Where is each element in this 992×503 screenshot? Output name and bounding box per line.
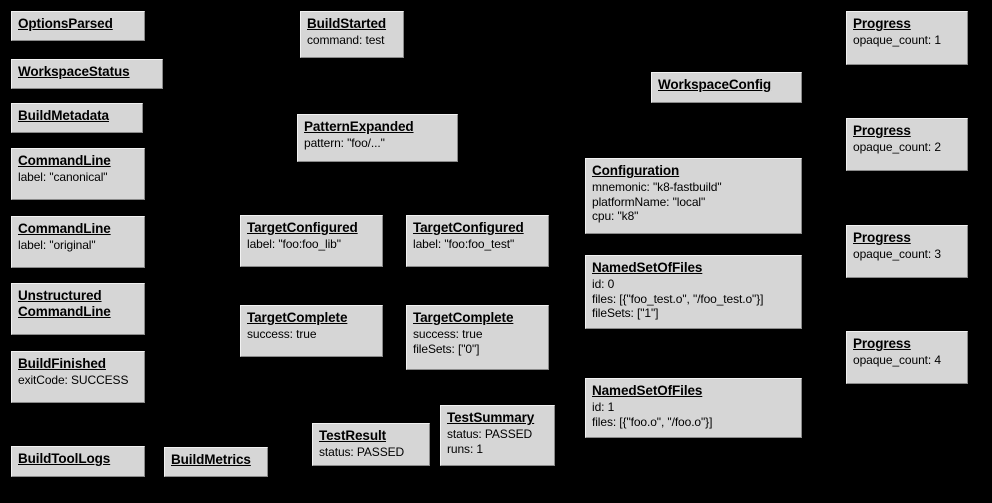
event-node-field: status: PASSED <box>447 427 533 441</box>
event-node-title: TestResult <box>319 428 387 443</box>
event-node-build-metadata[interactable]: BuildMetadata <box>11 103 143 133</box>
event-node-title: TargetComplete <box>247 310 348 325</box>
event-node-field: mnemonic: "k8-fastbuild" <box>592 180 722 194</box>
event-node-field: fileSets: ["0"] <box>413 341 480 356</box>
event-node-field: success: true <box>413 327 483 341</box>
event-node-title: TargetConfigured <box>413 220 524 235</box>
event-node-field: status: PASSED <box>319 445 405 459</box>
event-node-progress-2[interactable]: Progress opaque_count: 2 <box>846 118 968 171</box>
event-node-field: opaque_count: 4 <box>853 353 941 367</box>
event-node-field: id: 1 <box>592 400 615 414</box>
event-node-title: BuildToolLogs <box>18 451 111 466</box>
event-node-title: TargetComplete <box>413 310 514 325</box>
event-node-field: cpu: "k8" <box>592 209 639 223</box>
event-node-pattern-expanded[interactable]: PatternExpanded pattern: "foo/..." <box>297 114 458 162</box>
event-node-field: platformName: "local" <box>592 194 706 209</box>
event-node-field: opaque_count: 1 <box>853 33 941 47</box>
event-node-title: CommandLine <box>18 153 111 168</box>
event-node-title: BuildMetrics <box>171 452 251 467</box>
event-node-build-finished[interactable]: BuildFinished exitCode: SUCCESS <box>11 351 145 403</box>
event-node-field: success: true <box>247 327 317 341</box>
event-node-fields: command: test <box>307 33 397 48</box>
event-node-build-started[interactable]: BuildStarted command: test <box>300 11 404 58</box>
event-node-title: Progress <box>853 230 911 245</box>
event-node-options-parsed[interactable]: OptionsParsed <box>11 11 145 41</box>
event-node-target-configured-foo-test[interactable]: TargetConfigured label: "foo:foo_test" <box>406 215 549 267</box>
event-node-target-complete-foo-lib[interactable]: TargetComplete success: true <box>240 305 383 357</box>
event-node-title: Configuration <box>592 163 680 178</box>
event-node-field: label: "canonical" <box>18 170 108 184</box>
event-node-field: pattern: "foo/..." <box>304 136 385 150</box>
event-node-field: label: "foo:foo_test" <box>413 237 515 251</box>
event-node-fields: pattern: "foo/..." <box>304 136 451 151</box>
event-node-field: files: [{"foo_test.o", "/foo_test.o"}] <box>592 291 764 306</box>
event-node-title: NamedSetOfFiles <box>592 383 703 398</box>
event-node-fields: mnemonic: "k8-fastbuild"platformName: "l… <box>592 180 795 224</box>
event-node-title: WorkspaceConfig <box>658 77 772 92</box>
event-node-command-line-canonical[interactable]: CommandLine label: "canonical" <box>11 148 145 200</box>
event-node-fields: opaque_count: 4 <box>853 353 961 368</box>
event-node-title: PatternExpanded <box>304 119 414 134</box>
event-node-progress-4[interactable]: Progress opaque_count: 4 <box>846 331 968 384</box>
event-node-workspace-status[interactable]: WorkspaceStatus <box>11 59 163 89</box>
event-node-fields: label: "original" <box>18 238 138 253</box>
event-node-title: WorkspaceStatus <box>18 64 130 79</box>
event-node-field: command: test <box>307 33 385 47</box>
event-node-field: opaque_count: 3 <box>853 247 941 261</box>
event-node-fields: status: PASSED <box>319 445 423 460</box>
event-node-progress-3[interactable]: Progress opaque_count: 3 <box>846 225 968 278</box>
event-node-fields: label: "foo:foo_test" <box>413 237 542 252</box>
event-node-target-configured-foo-lib[interactable]: TargetConfigured label: "foo:foo_lib" <box>240 215 383 267</box>
event-node-fields: opaque_count: 3 <box>853 247 961 262</box>
event-node-field: label: "foo:foo_lib" <box>247 237 341 251</box>
event-node-field: label: "original" <box>18 238 96 252</box>
event-node-build-tool-logs[interactable]: BuildToolLogs <box>11 446 145 477</box>
event-node-title: OptionsParsed <box>18 16 113 31</box>
event-node-title: BuildFinished <box>18 356 106 371</box>
event-node-fields: label: "canonical" <box>18 170 138 185</box>
event-node-title: NamedSetOfFiles <box>592 260 703 275</box>
event-node-fields: success: true <box>247 327 376 342</box>
event-node-fields: label: "foo:foo_lib" <box>247 237 376 252</box>
event-node-title: CommandLine <box>18 221 111 236</box>
event-node-configuration[interactable]: Configuration mnemonic: "k8-fastbuild"pla… <box>585 158 802 234</box>
event-node-command-line-original[interactable]: CommandLine label: "original" <box>11 216 145 268</box>
event-node-unstructured-command-line[interactable]: Unstructured CommandLine <box>11 283 145 335</box>
event-node-title: BuildMetadata <box>18 108 109 123</box>
event-node-field: files: [{"foo.o", "/foo.o"}] <box>592 414 713 429</box>
event-node-field: runs: 1 <box>447 441 483 456</box>
event-node-fields: exitCode: SUCCESS <box>18 373 138 388</box>
event-node-field: id: 0 <box>592 277 615 291</box>
event-node-title: TargetConfigured <box>247 220 358 235</box>
event-node-title: Progress <box>853 336 911 351</box>
event-node-workspace-config[interactable]: WorkspaceConfig <box>651 72 802 103</box>
event-node-field: fileSets: ["1"] <box>592 306 659 320</box>
event-node-test-result[interactable]: TestResult status: PASSED <box>312 423 430 466</box>
event-node-title: Unstructured CommandLine <box>18 288 111 319</box>
event-node-title: Progress <box>853 16 911 31</box>
event-node-title: TestSummary <box>447 410 535 425</box>
event-node-title: Progress <box>853 123 911 138</box>
event-node-field: opaque_count: 2 <box>853 140 941 154</box>
event-node-build-metrics[interactable]: BuildMetrics <box>164 447 268 477</box>
event-node-fields: opaque_count: 1 <box>853 33 961 48</box>
event-node-field: exitCode: SUCCESS <box>18 373 129 387</box>
event-node-title: BuildStarted <box>307 16 387 31</box>
event-node-fields: opaque_count: 2 <box>853 140 961 155</box>
event-node-progress-1[interactable]: Progress opaque_count: 1 <box>846 11 968 65</box>
